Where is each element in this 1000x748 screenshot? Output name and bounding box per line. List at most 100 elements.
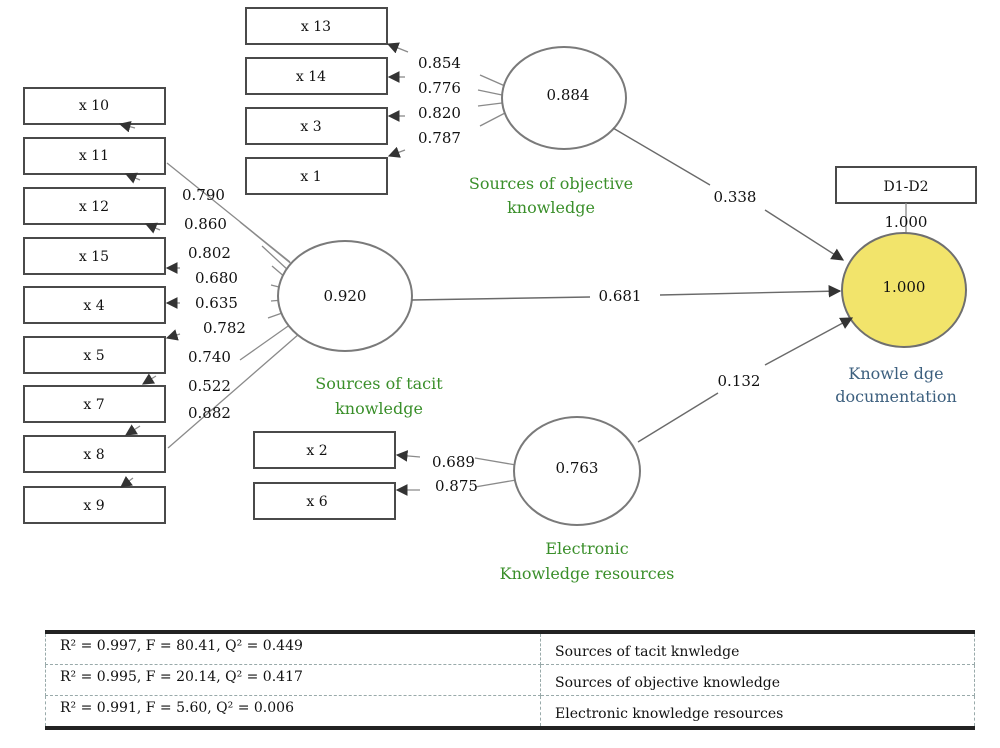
path-coefficient: 0.681 bbox=[599, 287, 642, 305]
path-coefficient: 0.132 bbox=[718, 372, 761, 390]
loading-line bbox=[167, 333, 300, 449]
construct-value: 1.000 bbox=[883, 278, 926, 296]
stat-cell: R² = 0.995, F = 20.14, Q² = 0.417 bbox=[45, 664, 541, 696]
indicator-box-x14 bbox=[245, 57, 388, 95]
indicator-label: x 10 bbox=[79, 98, 109, 114]
electronic-loading-lines bbox=[395, 450, 517, 496]
path-line-electronic bbox=[764, 317, 854, 366]
construct-value: 0.884 bbox=[547, 86, 590, 104]
indicator-box-x9 bbox=[23, 486, 166, 524]
indicator-box-x2 bbox=[253, 431, 396, 469]
path-line-objective bbox=[612, 127, 711, 186]
loading-value: 1.000 bbox=[885, 213, 928, 231]
stat-cell: R² = 0.991, F = 5.60, Q² = 0.006 bbox=[45, 695, 541, 729]
loading-value: 0.882 bbox=[188, 404, 231, 422]
indicator-box-x8 bbox=[23, 435, 166, 473]
electronic-loadings: 0.689 0.875 bbox=[432, 453, 478, 495]
indicator-box-x6 bbox=[253, 482, 396, 520]
loading-value: 0.740 bbox=[188, 348, 231, 366]
loading-value: 0.820 bbox=[418, 104, 461, 122]
construct-name: documentation bbox=[835, 387, 957, 406]
loading-value: 0.782 bbox=[203, 319, 246, 337]
indicator-label: D1-D2 bbox=[884, 179, 929, 195]
indicator-label: x 7 bbox=[83, 397, 104, 413]
loading-arrow bbox=[125, 424, 141, 436]
construct-name: knowledge bbox=[335, 399, 423, 418]
indicator-box-x3 bbox=[245, 107, 388, 145]
loading-value: 0.635 bbox=[195, 294, 238, 312]
loading-value: 0.860 bbox=[184, 215, 227, 233]
indicator-label: x 14 bbox=[296, 69, 326, 85]
loading-arrow bbox=[120, 476, 134, 488]
loading-value: 0.790 bbox=[182, 186, 225, 204]
construct-name: knowledge bbox=[507, 198, 595, 217]
indicator-label: x 5 bbox=[83, 348, 104, 364]
loading-arrow bbox=[386, 42, 409, 54]
loading-line bbox=[479, 112, 506, 127]
indicator-label: x 3 bbox=[300, 119, 321, 135]
indicator-label: x 9 bbox=[83, 498, 104, 514]
table-row: R² = 0.995, F = 20.14, Q² = 0.417 Source… bbox=[45, 664, 975, 696]
indicator-box-x1 bbox=[245, 157, 388, 195]
tacit-indicators: x 10 x 11 x 12 x 15 x 4 x 5 x 7 x 8 x 9 bbox=[23, 87, 166, 524]
table-row: R² = 0.991, F = 5.60, Q² = 0.006 Electro… bbox=[45, 695, 975, 729]
loading-value: 0.854 bbox=[418, 54, 461, 72]
construct-name: Sources of objective bbox=[469, 174, 633, 193]
loading-value: 0.787 bbox=[418, 129, 461, 147]
electronic-indicators: x 2 x 6 bbox=[253, 431, 396, 520]
path-coefficient: 0.338 bbox=[714, 188, 757, 206]
loading-line bbox=[239, 323, 292, 361]
loading-line bbox=[477, 102, 503, 107]
construct-value: 0.763 bbox=[556, 459, 599, 477]
indicator-label: x 12 bbox=[79, 199, 109, 215]
indicator-box-x10 bbox=[23, 87, 166, 125]
loading-arrow bbox=[118, 121, 136, 133]
construct-objective bbox=[501, 46, 627, 150]
tacit-loadings: 0.790 0.860 0.802 0.680 0.635 0.782 0.74… bbox=[182, 186, 246, 422]
loading-value: 0.680 bbox=[195, 269, 238, 287]
construct-name: Electronic bbox=[545, 539, 628, 558]
structural-paths bbox=[411, 127, 854, 443]
loading-line bbox=[239, 221, 295, 267]
indicator-box-x11 bbox=[23, 137, 166, 175]
indicator-label: x 6 bbox=[306, 494, 327, 510]
construct-cell: Sources of objective knowledge bbox=[540, 664, 975, 696]
loading-value: 0.776 bbox=[418, 79, 461, 97]
indicator-label: x 11 bbox=[79, 148, 109, 164]
indicator-label: x 15 bbox=[79, 249, 109, 265]
table-row: R² = 0.997, F = 80.41, Q² = 0.449 Source… bbox=[45, 631, 975, 665]
loading-line bbox=[474, 479, 517, 488]
path-line-electronic bbox=[637, 392, 719, 443]
loading-arrow bbox=[387, 146, 406, 158]
loading-line bbox=[474, 457, 517, 466]
objective-loadings: 0.854 0.776 0.820 0.787 bbox=[418, 54, 461, 147]
loading-arrow bbox=[165, 329, 181, 341]
loading-line bbox=[261, 245, 290, 272]
indicator-label: x 13 bbox=[301, 19, 331, 35]
construct-name: Knowledge resources bbox=[500, 564, 675, 583]
path-line-tacit bbox=[659, 284, 842, 298]
stat-cell: R² = 0.997, F = 80.41, Q² = 0.449 bbox=[45, 631, 541, 665]
indicator-label: x 2 bbox=[306, 443, 327, 459]
loading-arrow bbox=[142, 373, 157, 385]
indicator-label: x 8 bbox=[83, 447, 104, 463]
loading-line bbox=[477, 89, 503, 96]
objective-indicators: x 13 x 14 x 3 x 1 bbox=[245, 7, 388, 195]
loading-arrow bbox=[144, 222, 161, 234]
objective-loading-lines bbox=[386, 42, 506, 158]
construct-electronic bbox=[513, 416, 641, 526]
loading-value: 0.875 bbox=[435, 477, 478, 495]
indicator-box-x13 bbox=[245, 7, 388, 45]
construct-tacit bbox=[277, 240, 413, 352]
loading-value: 0.689 bbox=[432, 453, 475, 471]
indicator-box-x7 bbox=[23, 385, 166, 423]
construct-cell: Electronic knowledge resources bbox=[540, 695, 975, 729]
loading-arrow bbox=[124, 172, 141, 184]
loading-arrow bbox=[395, 450, 421, 462]
fit-statistics-table: R² = 0.997, F = 80.41, Q² = 0.449 Source… bbox=[45, 630, 975, 730]
indicator-label: x 1 bbox=[300, 169, 321, 185]
loading-value: 0.802 bbox=[188, 244, 231, 262]
construct-name: Knowle dge bbox=[848, 364, 943, 383]
indicator-box-x15 bbox=[23, 237, 166, 275]
path-diagram: x 10 x 11 x 12 x 15 x 4 x 5 x 7 x 8 x 9 bbox=[23, 7, 977, 583]
